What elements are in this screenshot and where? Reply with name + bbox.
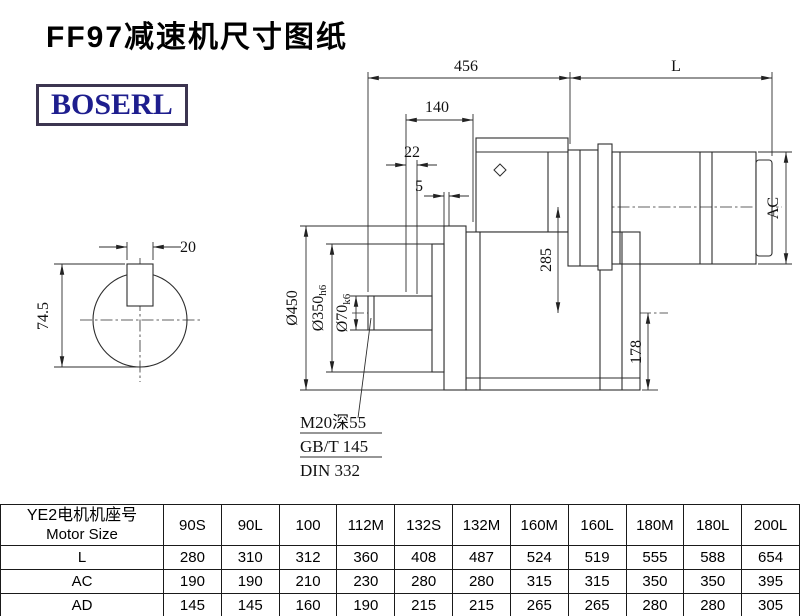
dim-178-label: 178 — [628, 340, 645, 364]
value-cell: 360 — [336, 545, 396, 570]
col-header: 180L — [683, 504, 743, 546]
value-cell: 230 — [336, 569, 396, 594]
value-cell: 312 — [278, 545, 338, 570]
value-cell: 190 — [220, 569, 280, 594]
dim-key-width: 20 — [99, 239, 196, 260]
dim-285-label: 285 — [538, 248, 555, 272]
value-cell: 215 — [394, 593, 454, 616]
value-cell: 190 — [163, 569, 222, 594]
dim-AC-label: AC — [765, 197, 782, 219]
dim-key-height: 74.5 — [35, 263, 136, 368]
keyway — [126, 263, 154, 307]
brand-logo: BOSERL — [36, 84, 188, 126]
shaft-end-view: 20 74.5 — [35, 239, 200, 382]
value-cell: 519 — [567, 545, 627, 570]
thread-note: M20深55 GB/T 145 DIN 332 — [300, 317, 382, 480]
value-cell: 524 — [509, 545, 569, 570]
motor-flange — [597, 143, 613, 271]
value-cell: 305 — [741, 593, 800, 616]
dim-22-label: 22 — [404, 144, 420, 161]
col-header: 180M — [625, 504, 685, 546]
output-flange-and-shaft — [367, 225, 467, 391]
flange-spigot — [431, 243, 445, 373]
thread-note-gb: GB/T 145 — [300, 437, 368, 456]
dim-350h6-label: Ø350h6 — [310, 284, 329, 331]
mounting-flange — [443, 225, 467, 391]
page-title: FF97减速机尺寸图纸 — [46, 21, 349, 54]
col-header: 100 — [278, 504, 338, 546]
dim-key-height-label: 74.5 — [35, 302, 52, 330]
col-header: 90S — [163, 504, 222, 546]
table-header-row: YE2电机机座号 Motor Size 90S 90L 100 112M 132… — [0, 504, 800, 546]
dim-70k6-label: Ø70k6 — [334, 293, 353, 332]
value-cell: 215 — [452, 593, 511, 616]
dim-L-label: L — [671, 58, 681, 75]
value-cell: 350 — [625, 569, 685, 594]
value-cell: 280 — [394, 569, 454, 594]
dim-450-label: Ø450 — [284, 290, 301, 326]
dim-456-label: 456 — [454, 58, 478, 75]
value-cell: 654 — [741, 545, 800, 570]
value-cell: 395 — [741, 569, 800, 594]
value-cell: 350 — [683, 569, 743, 594]
value-cell: 310 — [220, 545, 280, 570]
motor-size-table: YE2电机机座号 Motor Size 90S 90L 100 112M 132… — [0, 504, 800, 616]
value-cell: 145 — [163, 593, 222, 616]
thread-note-din: DIN 332 — [300, 461, 360, 480]
motor-size-header-cell: YE2电机机座号 Motor Size — [0, 504, 164, 546]
output-shaft — [367, 295, 433, 331]
technical-drawing: 20 74.5 — [35, 58, 792, 480]
table-row-AC: AC 190 190 210 230 280 280 315 315 350 3… — [0, 569, 800, 594]
value-cell: 315 — [509, 569, 569, 594]
value-cell: 280 — [163, 545, 222, 570]
value-cell: 588 — [683, 545, 743, 570]
col-header: 132S — [394, 504, 454, 546]
value-cell: 160 — [278, 593, 338, 616]
motor-adapter — [567, 149, 599, 267]
col-header: 200L — [741, 504, 800, 546]
value-cell: 210 — [278, 569, 338, 594]
col-header: 160M — [509, 504, 569, 546]
reducer-side-view — [352, 137, 782, 391]
value-cell: 280 — [683, 593, 743, 616]
value-cell: 487 — [452, 545, 511, 570]
col-header: 112M — [336, 504, 396, 546]
row-label: AD — [0, 593, 164, 616]
table-row-AD: AD 145 145 160 190 215 215 265 265 280 2… — [0, 593, 800, 616]
motor-size-header-cn: YE2电机机座号 — [26, 507, 138, 524]
value-cell: 190 — [336, 593, 396, 616]
value-cell: 555 — [625, 545, 685, 570]
dimensions: 456 L 140 22 5 — [284, 58, 792, 391]
value-cell: 280 — [625, 593, 685, 616]
col-header: 132M — [452, 504, 511, 546]
col-header: 160L — [567, 504, 627, 546]
motor-end-cap — [755, 159, 773, 257]
value-cell: 280 — [452, 569, 511, 594]
value-cell: 265 — [567, 593, 627, 616]
row-label: L — [0, 545, 164, 570]
motor — [567, 143, 773, 271]
col-header: 90L — [220, 504, 280, 546]
bolt-mark — [493, 163, 507, 177]
row-label: AC — [0, 569, 164, 594]
value-cell: 145 — [220, 593, 280, 616]
value-cell: 315 — [567, 569, 627, 594]
value-cell: 265 — [509, 593, 569, 616]
table-row-L: L 280 310 312 360 408 487 524 519 555 58… — [0, 545, 800, 570]
dim-key-width-label: 20 — [180, 239, 196, 256]
dim-5-label: 5 — [415, 178, 423, 195]
value-cell: 408 — [394, 545, 454, 570]
thread-note-tap: M20深55 — [300, 413, 366, 432]
motor-size-header-en: Motor Size — [46, 526, 118, 543]
dim-140-label: 140 — [425, 99, 449, 116]
